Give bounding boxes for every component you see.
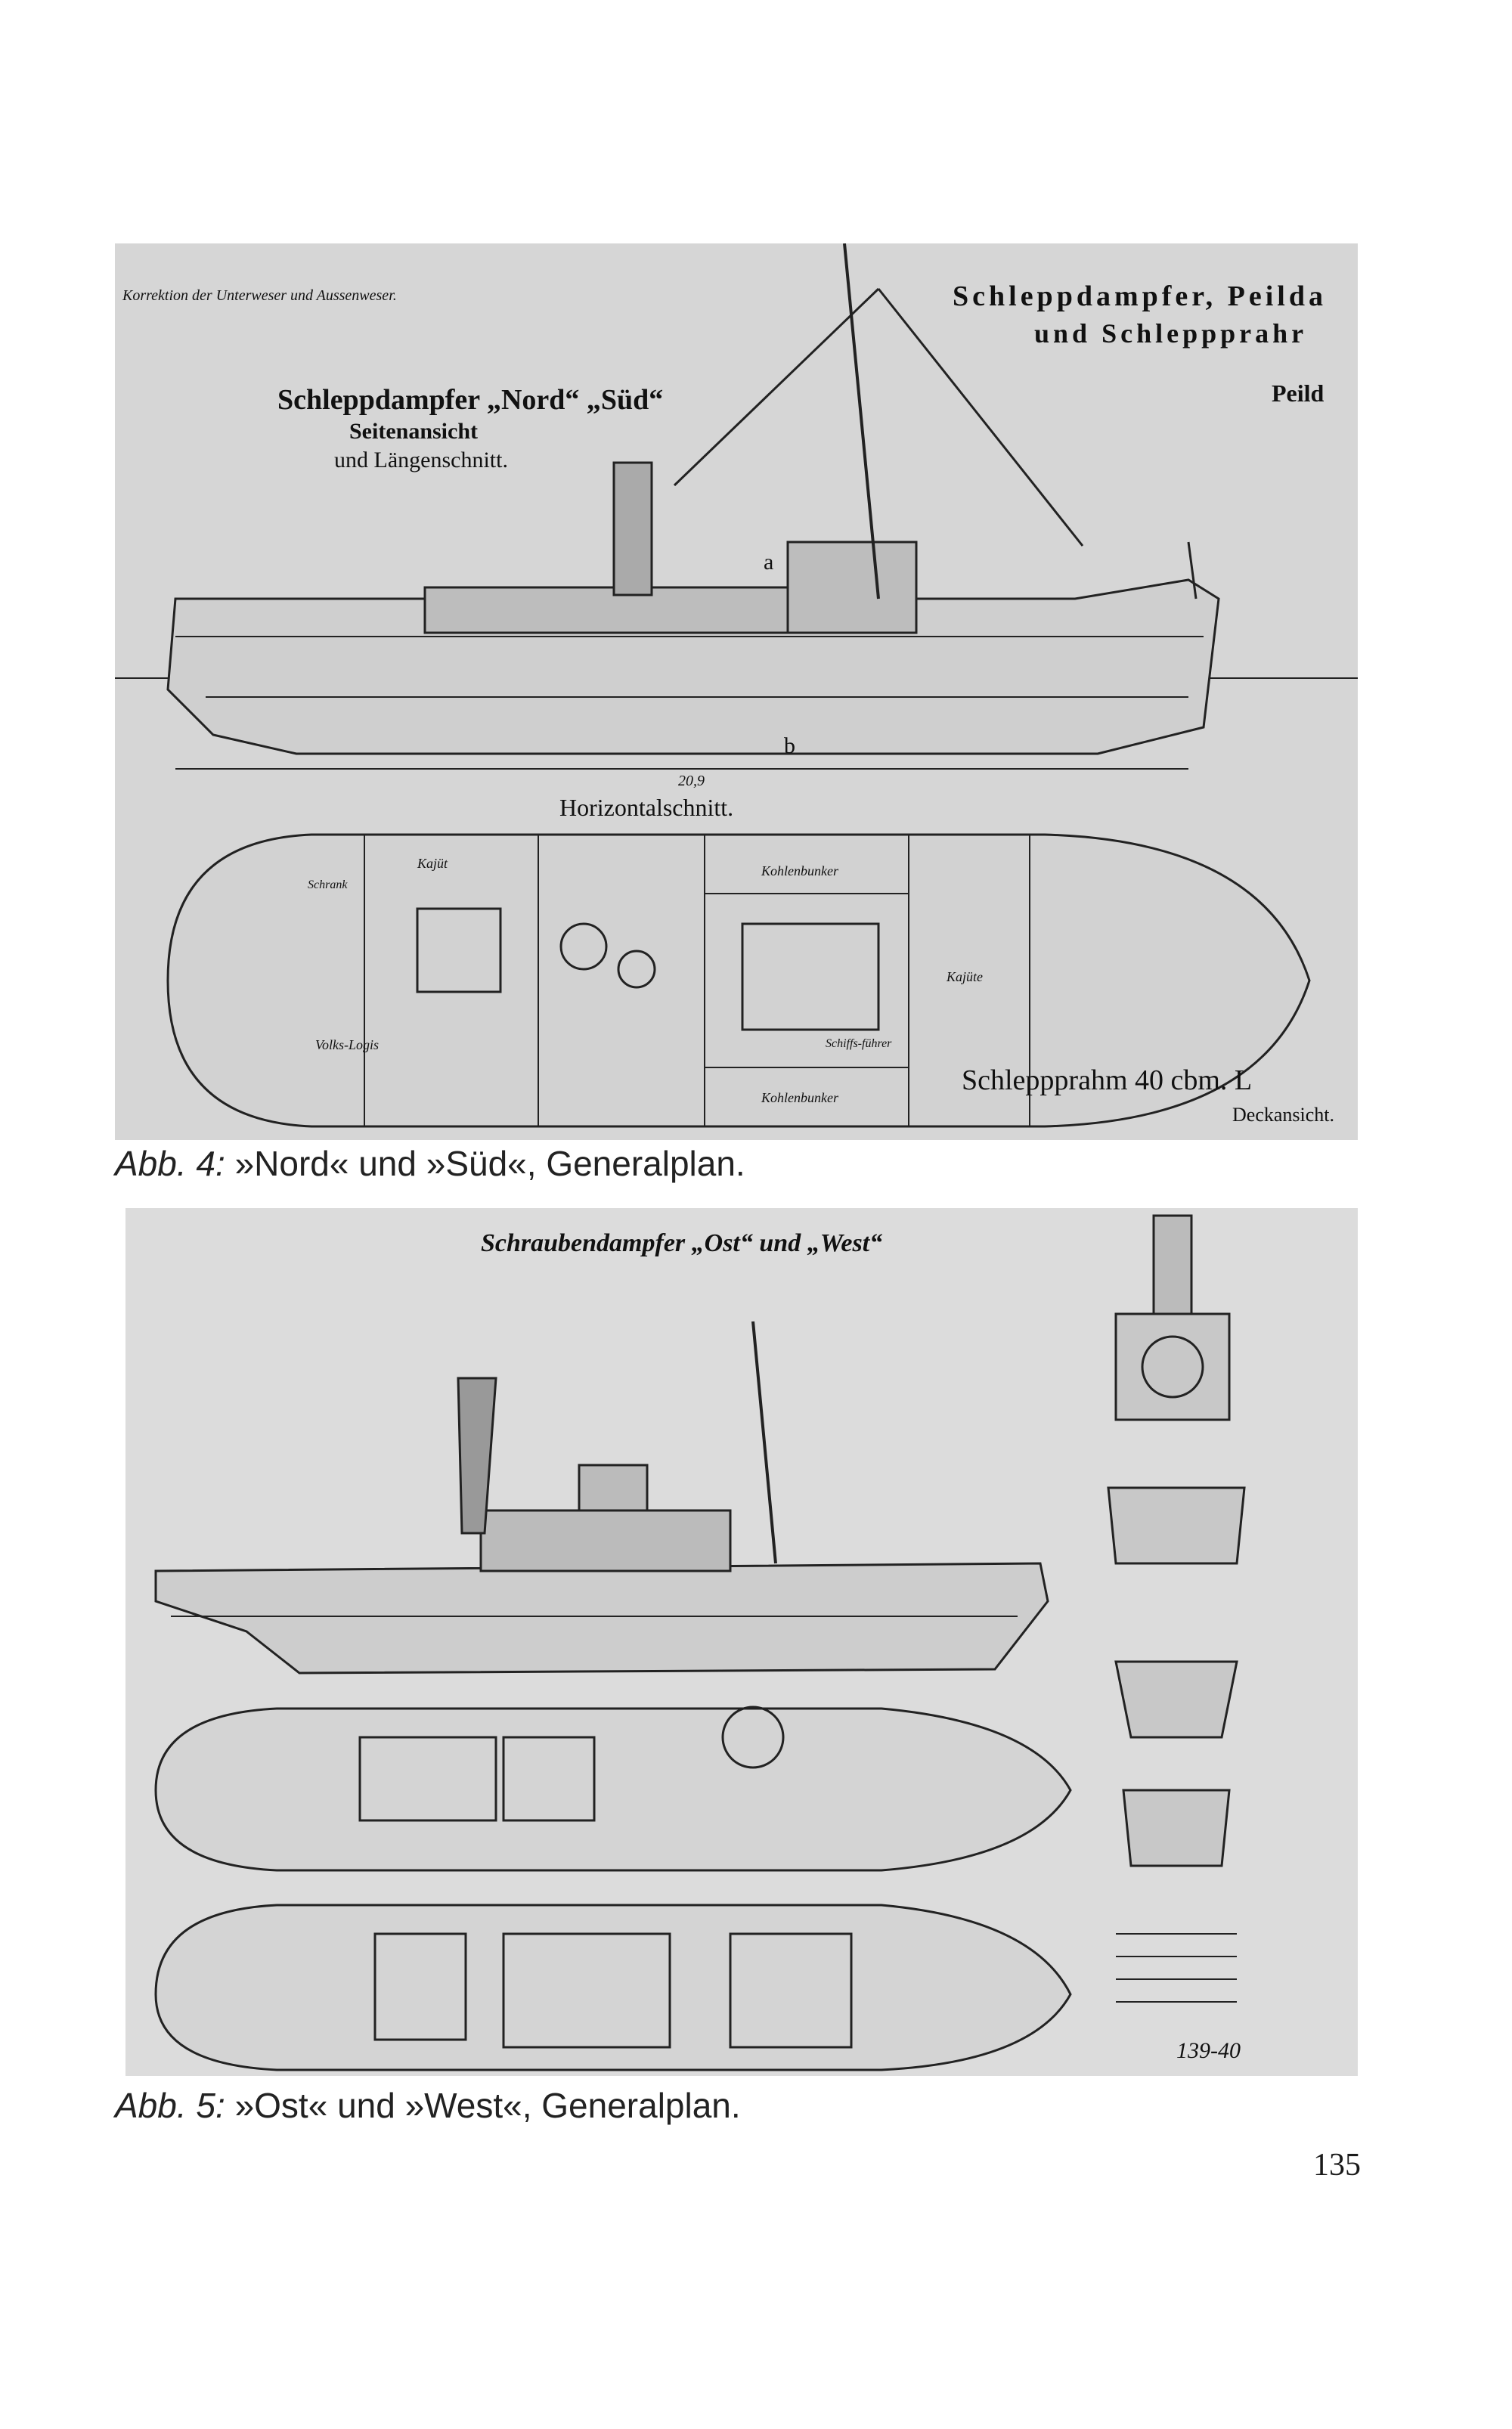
main-title: Schleppdampfer „Nord“ „Süd“ [277,384,664,416]
caption-figure-5: Abb. 5: »Ost« und »West«, Generalplan. [115,2085,741,2126]
caption-text: »Ost« und »West«, Generalplan. [234,2086,741,2125]
room-label: Volks-Logis [315,1037,380,1052]
page-number: 135 [1313,2148,1361,2183]
title-right-line-1: Schleppdampfer, Peilda [953,280,1327,312]
bottom-right-label: Schleppprahm 40 cbm. L [962,1064,1253,1096]
section-title: Horizontalschnitt. [559,794,734,821]
room-label: Schrank [308,878,348,891]
subtitle-1: Seitenansicht [349,419,479,444]
figure-nord-sued-plan: Korrektion der Unterweser und Aussenwese… [115,243,1358,1140]
figure-ost-west-plan: Schraubendampfer „Ost“ und „West“ 139-40 [125,1208,1358,2076]
ship-drawing-nord-sued [115,243,1358,1128]
corner-note: Korrektion der Unterweser und Aussenwese… [122,287,397,304]
drawing-number: 139-40 [1176,2038,1241,2063]
caption-text: »Nord« und »Süd«, Generalplan. [234,1144,745,1183]
title-right-line-3: Peild [1272,380,1325,407]
title-right-line-2: und Schleppprahr [1034,318,1308,349]
room-label: Kajüt [417,856,448,871]
room-label: Kohlenbunker [761,863,838,878]
caption-figure-4: Abb. 4: »Nord« und »Süd«, Generalplan. [115,1143,745,1184]
subtitle-2: und Längenschnitt. [334,448,508,472]
caption-number: Abb. 4: [115,1144,225,1183]
room-label: Schiffs-führer [826,1037,892,1050]
drawing-title: Schraubendampfer „Ost“ und „West“ [481,1229,883,1257]
marker-a: a [764,550,774,575]
bottom-right-sub: Deckansicht. [1232,1104,1335,1126]
caption-number: Abb. 5: [115,2086,225,2125]
marker-b: b [784,733,795,758]
dimension-label: 20,9 [678,773,705,789]
room-label: Kohlenbunker [761,1090,838,1105]
room-label: Kajüte [947,969,983,984]
ship-drawing-ost-west [154,1214,1246,2071]
